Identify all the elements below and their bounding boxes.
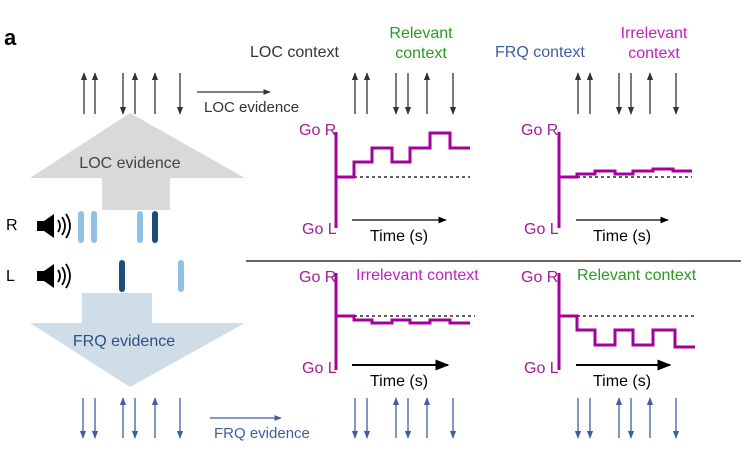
- plot-upper-middle: Go R Go L Time (s): [299, 122, 470, 245]
- go-r-label: Go R: [299, 269, 336, 286]
- loc-evidence-big-arrow: [30, 113, 245, 210]
- speaker-icon: [37, 263, 71, 289]
- evidence-trace: [559, 314, 695, 349]
- panel-label: a: [4, 25, 17, 50]
- time-label: Time (s): [593, 373, 651, 390]
- ear-right-label: R: [6, 217, 18, 234]
- frq-evidence-big-arrow: [30, 293, 245, 387]
- frq-arrow-row-lower-middle: [351, 397, 457, 439]
- relevant-context-header-line2: context: [395, 45, 447, 62]
- relevant-context-header-line1: Relevant: [389, 25, 453, 42]
- speaker-icon: [37, 213, 71, 239]
- frq-context-header: FRQ context: [495, 44, 585, 61]
- time-label: Time (s): [370, 373, 428, 390]
- loc-arrow-row-left: [80, 72, 184, 115]
- irrelevant-context-label: Irrelevant context: [356, 267, 479, 284]
- time-label: Time (s): [370, 228, 428, 245]
- plot-upper-right: Go R Go L Time (s): [521, 122, 692, 245]
- tone-bars-left-ear: [119, 260, 184, 292]
- loc-evidence-label: LOC evidence: [79, 155, 180, 172]
- go-l-label: Go L: [524, 221, 559, 238]
- evidence-trace: [336, 314, 470, 325]
- frq-evidence-label: FRQ evidence: [73, 333, 175, 350]
- evidence-trace: [336, 131, 470, 179]
- tone-bars-right-ear: [78, 211, 158, 243]
- loc-context-header: LOC context: [250, 44, 339, 61]
- loc-evidence-arrow-label: LOC evidence: [204, 99, 299, 116]
- time-label: Time (s): [593, 228, 651, 245]
- go-r-label: Go R: [299, 122, 336, 139]
- go-l-label: Go L: [302, 221, 337, 238]
- go-r-label: Go R: [521, 269, 558, 286]
- plot-lower-right: Go R Relevant context Go L Time (s): [521, 267, 697, 390]
- loc-arrow-row-upper-right: [574, 72, 680, 115]
- go-l-label: Go L: [524, 360, 559, 377]
- ear-left-label: L: [6, 268, 15, 285]
- irrelevant-context-header-line2: context: [628, 45, 680, 62]
- relevant-context-label: Relevant context: [577, 267, 697, 284]
- irrelevant-context-header-line1: Irrelevant: [621, 25, 688, 42]
- loc-arrow-row-upper-middle: [351, 72, 457, 115]
- go-l-label: Go L: [302, 360, 337, 377]
- frq-arrow-row-lower-right: [574, 397, 680, 439]
- frq-evidence-arrow-label: FRQ evidence: [214, 425, 310, 442]
- plot-lower-middle: Go R Irrelevant context Go L Time (s): [299, 267, 479, 390]
- frq-arrow-row-left: [79, 397, 184, 439]
- go-r-label: Go R: [521, 122, 558, 139]
- evidence-trace: [559, 167, 692, 179]
